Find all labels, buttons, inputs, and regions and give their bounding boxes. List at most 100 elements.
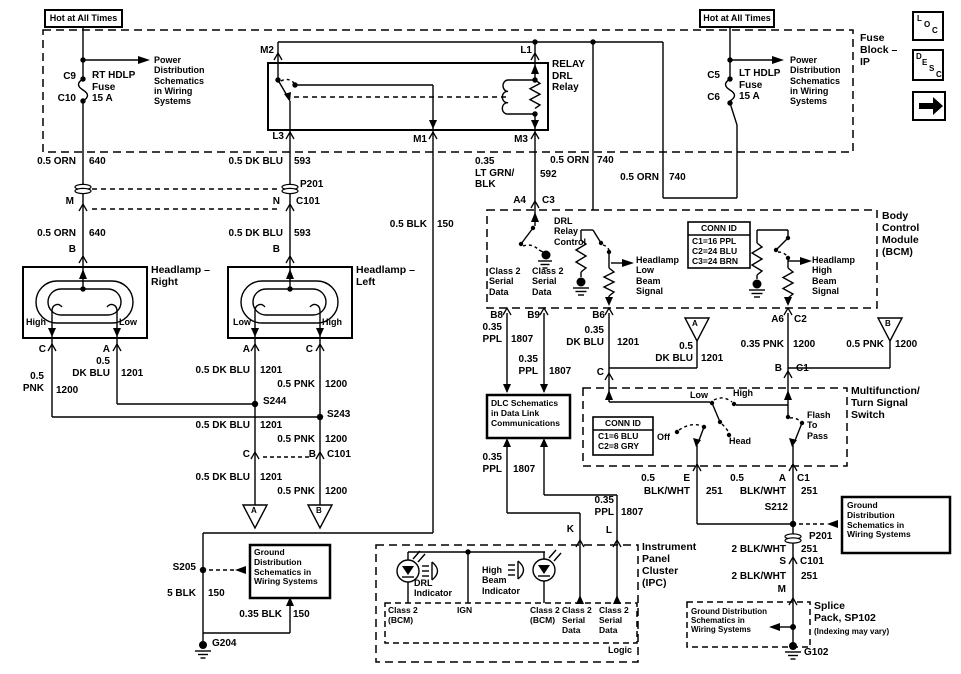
wire-hll-low-num: 1201 — [260, 365, 283, 376]
mfs-box — [582, 387, 848, 467]
wire-2blk-b-num: 251 — [801, 571, 818, 582]
mfs-off: Off — [657, 432, 670, 442]
mfs-low: Low — [690, 390, 708, 400]
bcm-title: Body Control Module (BCM) — [882, 210, 920, 259]
wire-dkblu593-color-top: 0.5 DK BLU — [228, 156, 283, 167]
desc-badge-s: S — [929, 64, 935, 73]
wire-e-color: BLK/WHT — [643, 486, 690, 497]
wire-orn640-num-top: 640 — [89, 156, 106, 167]
fuse-block-box — [42, 29, 854, 153]
pin-a6: A6 — [771, 314, 784, 325]
wire-blk150-color: 0.5 BLK — [389, 219, 427, 230]
ipc-drl-indicator: DRL Indicator — [414, 578, 453, 599]
wire-b6-color: 0.35 DK BLU — [566, 325, 604, 348]
grommets — [74, 183, 802, 544]
headlamp-right-box — [22, 266, 148, 339]
bcm-high-beam-signal: Headlamp High Beam Signal — [812, 255, 856, 297]
pin-c101-b: B — [308, 449, 316, 460]
relay-title: RELAY DRL Relay — [552, 59, 585, 93]
pin-c101-c: C — [242, 449, 250, 460]
wire-orn740b-color: 0.5 ORN — [620, 172, 659, 183]
pin-l3: L3 — [272, 131, 284, 142]
ipc-class2-serial-k: Class 2 Serial Data — [562, 605, 592, 635]
wire-a-gauge: 0.5 — [730, 473, 744, 484]
pin-a-right-lamp: A — [102, 344, 110, 355]
forward-arrow-icon — [919, 97, 943, 115]
bcm-class2-b: Class 2 Serial Data — [532, 266, 564, 297]
pin-b-right-lamp: B — [68, 244, 76, 255]
ground-g204: G204 — [212, 638, 237, 649]
wire-hll-high-color: 0.5 PNK — [277, 379, 315, 390]
arrowheads — [48, 56, 943, 631]
ipc-class2-bcm-right: Class 2 (BCM) — [530, 605, 560, 625]
pin-n: N — [272, 196, 280, 207]
wire-1200-mid-num: 1200 — [325, 434, 348, 445]
wire-l-num: 1807 — [621, 507, 644, 518]
wire-035blk-num: 150 — [293, 609, 310, 620]
ipc-box — [375, 544, 639, 663]
wire-k-num: 1807 — [513, 464, 536, 475]
wire-2blk-b-color: 2 BLK/WHT — [731, 571, 786, 582]
wires — [35, 27, 904, 660]
bcm-box — [486, 209, 878, 309]
loc-badge-c: C — [932, 26, 938, 35]
wire-k-color: 0.35 PPL — [482, 452, 502, 475]
wire-1200-bot-num: 1200 — [325, 486, 348, 497]
wire-tri-a-color: 0.5 DK BLU — [655, 341, 693, 364]
wire-dkblu593-num-bot: 593 — [294, 228, 311, 239]
wire-b6-num: 1201 — [617, 337, 640, 348]
ipc-ign: IGN — [457, 605, 473, 615]
wire-a6-num: 1200 — [793, 339, 816, 350]
wire-orn640-color-top: 0.5 ORN — [37, 156, 76, 167]
pin-mfs-c: C — [596, 367, 604, 378]
pin-c-right-lamp: C — [38, 344, 46, 355]
wire-tri-b-num: 1200 — [895, 339, 918, 350]
arrow-badge-box — [912, 91, 946, 121]
ipc-class2-bcm-left: Class 2 (BCM) — [388, 605, 418, 625]
wire-blk150-num: 150 — [437, 219, 454, 230]
wire-hlr-high-num: 1200 — [56, 385, 79, 396]
headlamp-left-low: Low — [233, 317, 251, 327]
ipc-title: Instrument Panel Cluster (IPC) — [642, 541, 697, 590]
pin-chevrons — [47, 51, 798, 606]
wire-orn640-num-bot: 640 — [89, 228, 106, 239]
pin-b6: B6 — [592, 310, 605, 321]
bcm-class2-a: Class 2 Serial Data — [489, 266, 521, 297]
ipc-logic-box — [384, 602, 638, 644]
ground-g102: G102 — [804, 647, 829, 658]
wire-b8-num: 1807 — [511, 334, 534, 345]
bcm-conn-rows: C1=16 PPL C2=24 BLU C3=24 BRN — [692, 236, 739, 266]
conn-c2: C2 — [794, 314, 807, 325]
pin-e: E — [683, 473, 690, 484]
wire-hll-high-num: 1200 — [325, 379, 348, 390]
c101-left: C101 — [296, 196, 320, 207]
desc-badge-e: E — [922, 58, 928, 67]
hot-right-box — [699, 9, 775, 28]
rt-hdlp-fuse-label: RT HDLP Fuse 15 A — [92, 70, 136, 104]
wire-orn740a-color: 0.5 ORN — [550, 155, 589, 166]
wire-1201-bot-color: 0.5 DK BLU — [195, 472, 250, 483]
wire-tri-b-color: 0.5 PNK — [846, 339, 884, 350]
p201-left: P201 — [300, 179, 324, 190]
wire-hlr-low-color: 0.5 DK BLU — [72, 356, 110, 379]
relay-box — [267, 62, 549, 131]
wire-a-num: 251 — [801, 486, 818, 497]
mfs-conn-header: CONN ID — [605, 418, 641, 428]
junction-dots — [80, 39, 805, 650]
wire-a6-color: 0.35 PNK — [740, 339, 784, 350]
pin-b9: B9 — [527, 310, 540, 321]
wire-5blk-num: 150 — [208, 588, 225, 599]
p201-right: P201 — [809, 531, 833, 542]
wire-dkblu593-num-top: 593 — [294, 156, 311, 167]
wire-l-color: 0.35 PPL — [594, 495, 614, 518]
wire-orn740b-num: 740 — [669, 172, 686, 183]
pin-c5: C5 — [707, 70, 720, 81]
wire-2blk-a-color: 2 BLK/WHT — [731, 544, 786, 555]
pin-mfs-b: B — [774, 363, 782, 374]
pin-m2: M2 — [260, 45, 274, 56]
ipc-class2-serial-l: Class 2 Serial Data — [599, 605, 629, 635]
c101-mid: C101 — [327, 449, 351, 460]
pin-a4: A4 — [513, 195, 526, 206]
wire-orn740a-num: 740 — [597, 155, 614, 166]
